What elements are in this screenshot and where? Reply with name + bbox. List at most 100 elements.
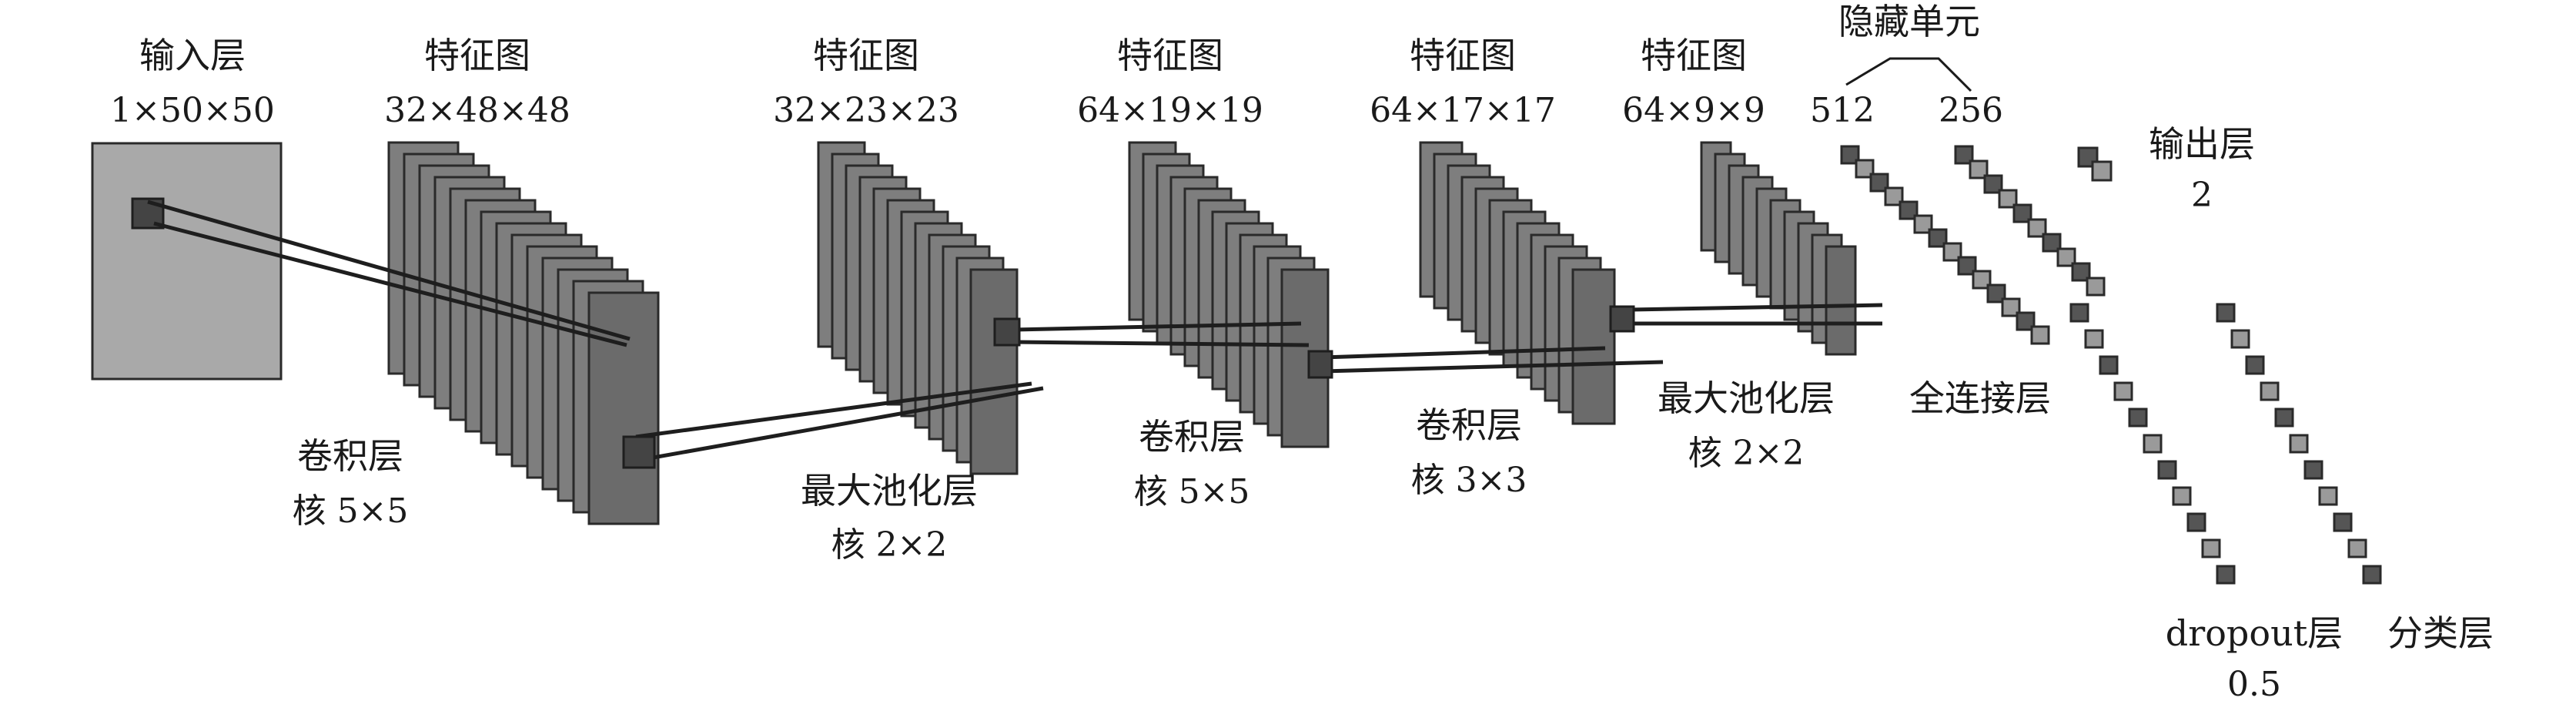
- conn-map1-to-map2: [635, 381, 1032, 439]
- hidden-unit: [2201, 538, 2221, 558]
- dropout-rate: 0.5: [2227, 665, 2281, 704]
- op-1-kernel: 核 5×5: [293, 491, 409, 531]
- hidden-unit: [2084, 329, 2104, 349]
- hidden-unit: [2216, 303, 2236, 323]
- map1-receptive-field: [622, 435, 656, 469]
- feature-map-1-title: 特征图: [424, 35, 530, 76]
- input-layer-square: [91, 142, 283, 381]
- hidden-unit: [2030, 325, 2050, 345]
- input-layer-dims: 1×50×50: [110, 91, 275, 130]
- hidden-unit: [2172, 486, 2192, 506]
- conn-map1-to-map2-b: [635, 386, 1044, 463]
- hidden-unit: [1855, 159, 1875, 179]
- hidden-unit: [1957, 256, 1977, 276]
- op-3-name: 卷积层: [1139, 416, 1245, 458]
- op-2-name: 最大池化层: [801, 470, 978, 511]
- hidden-unit: [2099, 355, 2119, 375]
- fully-connected-label: 全连接层: [1909, 377, 2051, 419]
- hidden-unit: [2303, 460, 2323, 480]
- feature-map-4-title: 特征图: [1410, 35, 1516, 76]
- conn-map3-to-map4-b: [1322, 360, 1664, 374]
- hidden-unit: [2318, 486, 2338, 506]
- output-layer-title: 输出层: [2149, 123, 2255, 165]
- feature-map-front: [1825, 245, 1857, 356]
- hidden-unit: [2042, 233, 2062, 253]
- hidden-unit: [1899, 200, 1919, 220]
- hidden-unit: [1983, 174, 2003, 194]
- hidden-unit: [1972, 270, 1992, 290]
- hidden-unit: [1986, 283, 2006, 304]
- classifier-label: 分类层: [2387, 612, 2494, 654]
- feature-map-stack-4: [1419, 141, 1616, 425]
- conn-map4-to-map5: [1630, 303, 1883, 312]
- conn-input-to-map1-b: [153, 221, 627, 347]
- hidden-unit: [2077, 146, 2099, 168]
- hidden-unit: [1998, 189, 2018, 209]
- op-5-name: 最大池化层: [1658, 377, 1835, 419]
- hidden-unit: [2143, 434, 2163, 454]
- hidden-unit: [1913, 214, 1933, 234]
- conn-map3-to-map4: [1322, 346, 1606, 360]
- hidden-unit: [2001, 297, 2021, 317]
- feature-map-2-dims: 32×23×23: [773, 91, 959, 130]
- input-layer-title: 输入层: [139, 35, 246, 76]
- hidden-unit: [2216, 565, 2236, 585]
- hidden-unit: [1928, 228, 1948, 248]
- hidden-unit: [1954, 145, 1974, 165]
- hidden-unit: [1942, 242, 1962, 262]
- hidden-units-256: 256: [1939, 91, 2003, 130]
- op-2-kernel: 核 2×2: [831, 525, 948, 565]
- hidden-unit: [2230, 329, 2250, 349]
- op-4-name: 卷积层: [1416, 404, 1522, 446]
- hidden-unit: [2113, 381, 2133, 401]
- hidden-unit: [2086, 277, 2106, 297]
- feature-map-1-dims: 32×48×48: [384, 91, 570, 130]
- feature-map-3-title: 特征图: [1117, 35, 1223, 76]
- feature-map-4-dims: 64×17×17: [1370, 91, 1556, 130]
- hidden-unit: [2016, 311, 2036, 331]
- output-layer-size: 2: [2191, 176, 2213, 215]
- dense-units: [1840, 145, 2382, 585]
- feature-map-stack-1: [387, 141, 660, 525]
- feature-map-stack-2: [817, 141, 1019, 475]
- hidden-unit: [2333, 512, 2353, 532]
- feature-map-stack-3: [1128, 141, 1330, 448]
- op-3-kernel: 核 5×5: [1134, 472, 1250, 511]
- feature-map-2-title: 特征图: [813, 35, 919, 76]
- map3-receptive-field: [1307, 350, 1333, 379]
- hidden-unit: [1869, 173, 1889, 193]
- hidden-units-brace: [1845, 57, 1972, 92]
- op-5-kernel: 核 2×2: [1688, 434, 1805, 473]
- hidden-unit: [2186, 512, 2206, 532]
- hidden-unit: [2128, 407, 2148, 428]
- op-1-name: 卷积层: [297, 435, 403, 477]
- hidden-unit: [2362, 565, 2382, 585]
- hidden-unit: [1969, 159, 1989, 179]
- conn-map2-to-map3-b: [1014, 340, 1310, 347]
- hidden-unit: [2071, 262, 2091, 282]
- conn-input-to-map1: [147, 200, 631, 341]
- hidden-unit: [2012, 203, 2032, 223]
- hidden-unit: [2056, 247, 2076, 267]
- hidden-units-title: 隐藏单元: [1838, 1, 1980, 42]
- hidden-unit: [2091, 160, 2113, 182]
- map2-receptive-field: [993, 317, 1021, 347]
- hidden-unit: [2157, 460, 2177, 480]
- hidden-units-512: 512: [1810, 91, 1875, 130]
- hidden-unit: [1840, 145, 1860, 165]
- feature-map-front: [587, 291, 660, 525]
- dropout-name: dropout层: [2166, 612, 2343, 654]
- connection-lines: [147, 200, 1883, 463]
- op-4-kernel: 核 3×3: [1411, 461, 1527, 500]
- conn-map2-to-map3: [1014, 321, 1302, 332]
- hidden-unit: [2069, 303, 2089, 323]
- feature-map-3-dims: 64×19×19: [1077, 91, 1263, 130]
- map4-receptive-field: [1609, 305, 1635, 333]
- hidden-unit: [2274, 407, 2294, 428]
- hidden-unit: [2347, 538, 2367, 558]
- hidden-unit: [2289, 434, 2309, 454]
- feature-map-5-title: 特征图: [1641, 35, 1747, 76]
- hidden-unit: [1884, 186, 1904, 206]
- hidden-unit: [2260, 381, 2280, 401]
